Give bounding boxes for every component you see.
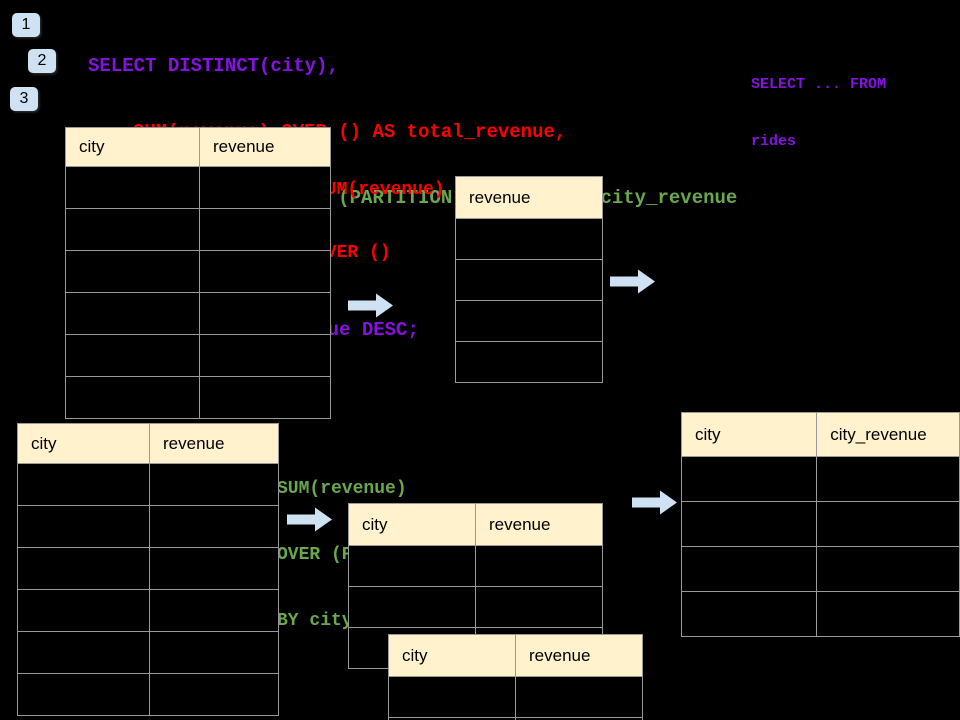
- column-header-city-revenue: city_revenue: [816, 412, 960, 457]
- empty-cell: [199, 166, 331, 209]
- column-header-city: city: [65, 127, 200, 167]
- table-row: [680, 591, 960, 637]
- empty-cell: [816, 501, 960, 547]
- column-header-city: city: [388, 634, 516, 677]
- empty-cell: [149, 673, 279, 716]
- empty-cell: [149, 631, 279, 674]
- table-row: [348, 586, 603, 628]
- empty-cell: [348, 586, 476, 628]
- column-header-revenue: revenue: [475, 503, 603, 546]
- source-table-top: city revenue: [65, 127, 331, 419]
- step-badge-3: 3: [10, 87, 38, 111]
- empty-cell: [65, 250, 200, 293]
- table-row: [65, 292, 331, 335]
- column-header-revenue: revenue: [515, 634, 643, 677]
- partitioned-table-back: city revenue: [388, 634, 643, 720]
- source-table-bottom: city revenue: [17, 423, 279, 716]
- empty-cell: [199, 208, 331, 251]
- empty-cell: [348, 545, 476, 587]
- empty-cell: [455, 218, 603, 260]
- empty-cell: [199, 376, 331, 419]
- table-row: [65, 208, 331, 251]
- flow-arrow-right-icon: [287, 507, 333, 532]
- empty-cell: [149, 589, 279, 632]
- empty-cell: [475, 545, 603, 587]
- empty-cell: [455, 259, 603, 301]
- table-row: [455, 300, 603, 342]
- city-revenue-result-table: city city_revenue: [680, 412, 960, 637]
- table-row: [17, 631, 279, 674]
- empty-cell: [17, 589, 150, 632]
- empty-cell: [680, 501, 818, 547]
- empty-cell: [455, 300, 603, 342]
- total-revenue-window-label: SUM(revenue) OVER (): [315, 138, 445, 306]
- empty-cell: [65, 376, 200, 419]
- empty-cell: [17, 505, 150, 548]
- sql-code-line: SELECT DISTINCT(city),: [88, 55, 339, 77]
- empty-cell: [65, 334, 200, 377]
- empty-cell: [199, 292, 331, 335]
- table-row: [455, 218, 603, 260]
- column-header-revenue: revenue: [199, 127, 331, 167]
- empty-cell: [475, 586, 603, 628]
- table-row: [680, 546, 960, 592]
- empty-cell: [149, 547, 279, 590]
- table-row: [17, 547, 279, 590]
- flow-arrow-right-icon: [348, 293, 394, 318]
- empty-cell: [17, 631, 150, 674]
- empty-cell: [17, 547, 150, 590]
- table-row: [17, 505, 279, 548]
- table-row: [455, 259, 603, 301]
- window-label-line: OVER (): [315, 243, 391, 263]
- total-revenue-table: revenue: [455, 176, 603, 383]
- column-header-revenue: revenue: [149, 423, 279, 464]
- sql-context-note-line: rides: [751, 133, 797, 150]
- empty-cell: [515, 676, 643, 718]
- table-row: [348, 545, 603, 587]
- empty-cell: [65, 208, 200, 251]
- flow-arrow-right-icon: [632, 490, 678, 515]
- empty-cell: [199, 334, 331, 377]
- flow-arrow-right-icon: [610, 269, 656, 294]
- column-header-city: city: [348, 503, 476, 546]
- empty-cell: [388, 676, 516, 718]
- column-header-city: city: [17, 423, 150, 464]
- table-row: [65, 250, 331, 293]
- empty-cell: [680, 591, 818, 637]
- sql-context-note: SELECT ... FROM rides: [751, 37, 886, 189]
- empty-cell: [680, 456, 818, 502]
- step-badge-2: 2: [28, 49, 56, 73]
- empty-cell: [149, 463, 279, 506]
- empty-cell: [17, 463, 150, 506]
- table-row: [17, 589, 279, 632]
- empty-cell: [17, 673, 150, 716]
- table-row: [17, 673, 279, 716]
- table-row: [65, 334, 331, 377]
- empty-cell: [149, 505, 279, 548]
- empty-cell: [199, 250, 331, 293]
- window-label-line: SUM(revenue): [277, 479, 407, 499]
- empty-cell: [65, 166, 200, 209]
- empty-cell: [816, 591, 960, 637]
- empty-cell: [680, 546, 818, 592]
- table-row: [388, 676, 643, 718]
- empty-cell: [515, 717, 643, 720]
- sql-context-note-line: SELECT ... FROM: [751, 76, 887, 93]
- table-row: [17, 463, 279, 506]
- table-row: [65, 376, 331, 419]
- table-row: [65, 166, 331, 209]
- empty-cell: [455, 341, 603, 383]
- table-row: [388, 717, 643, 720]
- table-row: [680, 501, 960, 547]
- column-header-revenue: revenue: [455, 176, 603, 219]
- empty-cell: [65, 292, 200, 335]
- table-row: [680, 456, 960, 502]
- step-badge-1: 1: [12, 13, 40, 37]
- empty-cell: [816, 546, 960, 592]
- column-header-city: city: [680, 412, 818, 457]
- window-label-line: SUM(revenue): [315, 180, 445, 200]
- empty-cell: [816, 456, 960, 502]
- table-row: [455, 341, 603, 383]
